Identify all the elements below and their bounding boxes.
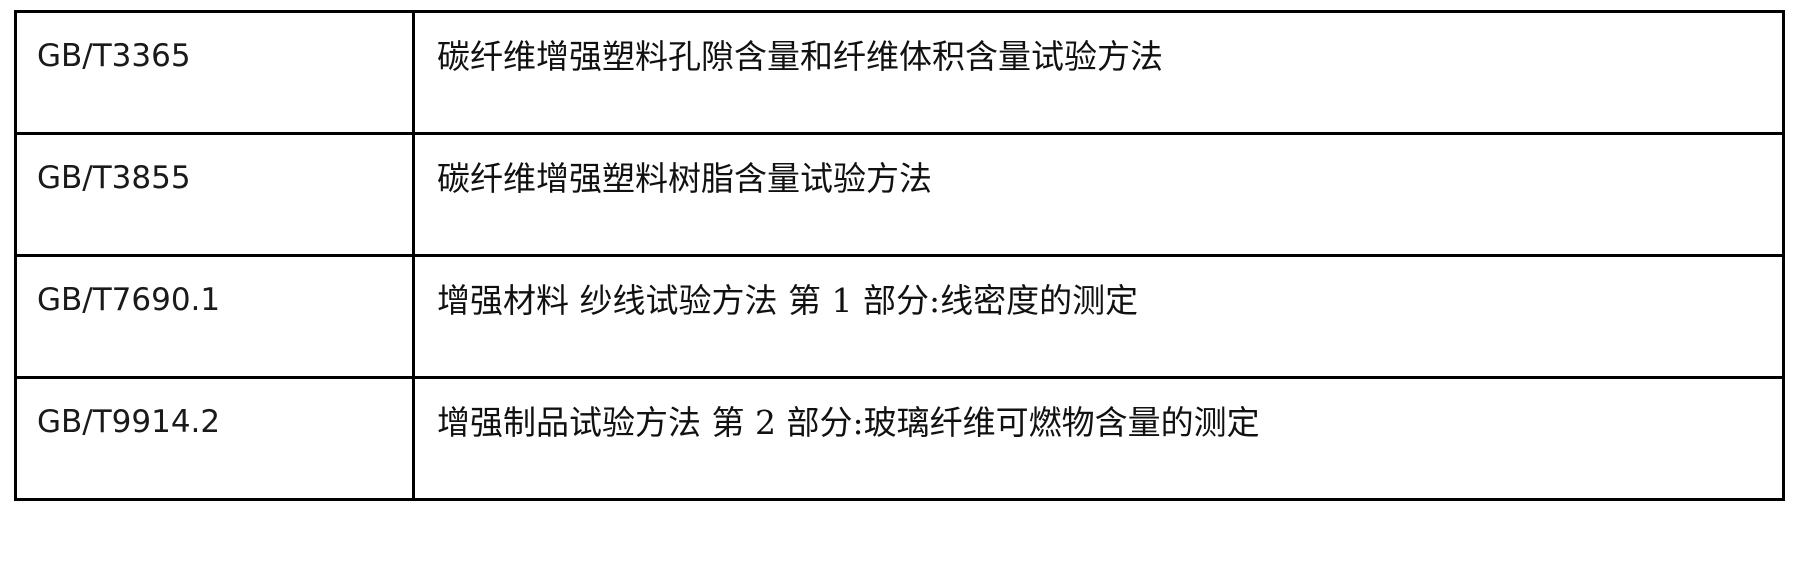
table-cell-standard-title: 碳纤维增强塑料孔隙含量和纤维体积含量试验方法 <box>413 10 1785 135</box>
table-cell-standard-code: GB/T3855 <box>14 133 415 257</box>
table-row: GB/T3855 碳纤维增强塑料树脂含量试验方法 <box>14 133 1785 257</box>
standard-code-text: GB/T9914.2 <box>37 404 221 440</box>
table-cell-standard-code: GB/T3365 <box>14 10 415 135</box>
standard-code-text: GB/T3855 <box>37 160 191 196</box>
table-cell-standard-code: GB/T9914.2 <box>14 377 415 501</box>
standards-table-body: GB/T3365 碳纤维增强塑料孔隙含量和纤维体积含量试验方法 GB/T3855… <box>14 10 1785 501</box>
standard-title-text: 增强材料 纱线试验方法 第 1 部分:线密度的测定 <box>437 281 1139 320</box>
standard-title-text: 碳纤维增强塑料孔隙含量和纤维体积含量试验方法 <box>437 37 1163 76</box>
standards-table: GB/T3365 碳纤维增强塑料孔隙含量和纤维体积含量试验方法 GB/T3855… <box>14 10 1785 501</box>
standard-title-text: 增强制品试验方法 第 2 部分:玻璃纤维可燃物含量的测定 <box>437 403 1260 442</box>
table-cell-standard-title: 碳纤维增强塑料树脂含量试验方法 <box>413 133 1785 257</box>
table-row: GB/T3365 碳纤维增强塑料孔隙含量和纤维体积含量试验方法 <box>14 10 1785 135</box>
table-cell-standard-title: 增强制品试验方法 第 2 部分:玻璃纤维可燃物含量的测定 <box>413 377 1785 501</box>
table-cell-standard-code: GB/T7690.1 <box>14 255 415 379</box>
standard-title-text: 碳纤维增强塑料树脂含量试验方法 <box>437 159 932 198</box>
standard-code-text: GB/T3365 <box>37 38 191 74</box>
table-cell-standard-title: 增强材料 纱线试验方法 第 1 部分:线密度的测定 <box>413 255 1785 379</box>
table-row: GB/T7690.1 增强材料 纱线试验方法 第 1 部分:线密度的测定 <box>14 255 1785 379</box>
table-row: GB/T9914.2 增强制品试验方法 第 2 部分:玻璃纤维可燃物含量的测定 <box>14 377 1785 501</box>
standard-code-text: GB/T7690.1 <box>37 282 221 318</box>
